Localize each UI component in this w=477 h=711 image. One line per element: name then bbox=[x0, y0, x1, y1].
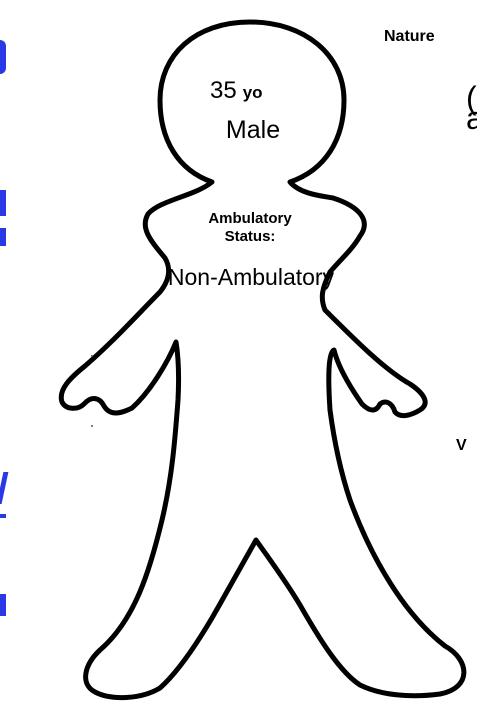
age-value: 35 bbox=[210, 77, 237, 104]
speckle-mark bbox=[91, 425, 93, 427]
sex-value: Male bbox=[213, 116, 293, 145]
age-display: 35 yo bbox=[210, 77, 296, 105]
speckle-mark bbox=[91, 355, 93, 357]
cropped-right-glyph: a bbox=[466, 100, 477, 137]
nature-label: Nature bbox=[384, 28, 435, 46]
cropped-blue-glyph bbox=[0, 190, 6, 216]
cropped-right-glyph: V bbox=[456, 437, 467, 455]
cropped-blue-glyph bbox=[0, 40, 6, 74]
ambulatory-label-line2: Status: bbox=[180, 228, 320, 246]
ambulatory-status-value: Non-Ambulatory bbox=[140, 264, 362, 291]
age-unit: yo bbox=[243, 83, 263, 102]
cropped-blue-glyph bbox=[0, 514, 6, 518]
ambulatory-label-line1: Ambulatory bbox=[180, 210, 320, 228]
cropped-blue-glyph bbox=[0, 228, 6, 246]
ambulatory-status-label: Ambulatory Status: bbox=[180, 210, 320, 246]
cropped-blue-glyph bbox=[0, 594, 6, 616]
